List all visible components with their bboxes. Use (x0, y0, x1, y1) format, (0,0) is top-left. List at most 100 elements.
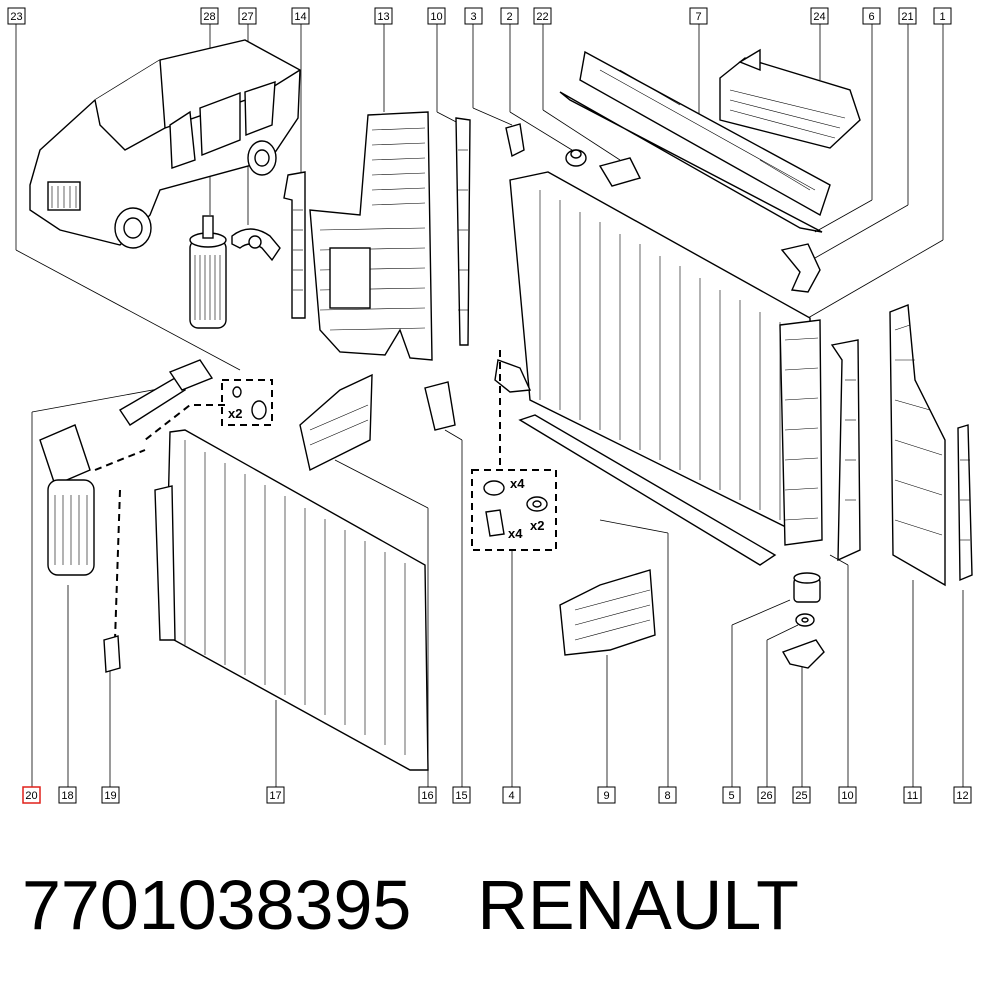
air-deflector-right (889, 304, 946, 587)
callout: 4 (502, 786, 521, 804)
svg-text:1: 1 (939, 11, 945, 23)
callout: 5 (722, 786, 741, 804)
air-deflector-left (309, 111, 433, 361)
svg-text:16: 16 (421, 790, 433, 802)
svg-text:6: 6 (868, 11, 874, 23)
deflector-16 (299, 373, 373, 472)
callout-highlighted: 20 (22, 786, 41, 804)
svg-text:14: 14 (294, 11, 306, 23)
callout: 23 (7, 7, 26, 25)
callout: 14 (291, 7, 310, 25)
callout: 16 (418, 786, 437, 804)
callout: 11 (903, 786, 922, 804)
callout: 18 (58, 786, 77, 804)
ac-condenser (154, 429, 429, 771)
svg-text:2: 2 (506, 11, 512, 23)
svg-text:27: 27 (241, 11, 253, 23)
callout: 13 (374, 7, 393, 25)
callout: 22 (533, 7, 552, 25)
callout: 3 (464, 7, 483, 25)
qty-label: x4 (510, 476, 525, 491)
svg-text:15: 15 (455, 790, 467, 802)
vehicle-illustration (29, 39, 301, 249)
pipe-dashes (94, 350, 501, 641)
callout: 25 (792, 786, 811, 804)
part-number: 7701038395 (22, 866, 412, 944)
callout: 28 (200, 7, 219, 25)
svg-text:19: 19 (104, 790, 116, 802)
callout: 2 (500, 7, 519, 25)
svg-text:7: 7 (695, 11, 701, 23)
grommet (565, 149, 587, 167)
bracket-right-lower (957, 424, 973, 582)
connector-19 (103, 635, 121, 673)
svg-text:5: 5 (728, 790, 734, 802)
callout: 15 (452, 786, 471, 804)
air-deflector-lower (559, 569, 656, 656)
callout: 17 (266, 786, 285, 804)
callout: 21 (898, 7, 917, 25)
part-caption: 7701038395 RENAULT (22, 860, 982, 950)
lower-deflector (518, 414, 777, 566)
clip-lower (781, 639, 825, 669)
svg-text:12: 12 (956, 790, 968, 802)
callout: 26 (757, 786, 776, 804)
qty-label: x2 (530, 518, 544, 533)
callout: 10 (427, 7, 446, 25)
callout: 27 (238, 7, 257, 25)
clamp (231, 228, 281, 262)
svg-text:24: 24 (813, 11, 825, 23)
callout: 9 (597, 786, 616, 804)
callout: 1 (933, 7, 952, 25)
rubber-mount (793, 572, 821, 603)
radiator (494, 171, 823, 546)
svg-text:13: 13 (377, 11, 389, 23)
svg-text:28: 28 (203, 11, 215, 23)
bracket-rad-left (455, 117, 471, 346)
seal-kit-box (221, 379, 273, 426)
callout: 6 (862, 7, 881, 25)
callout: 19 (101, 786, 120, 804)
receiver-dryer (189, 215, 227, 329)
bracket-rad-right (830, 339, 861, 562)
upper-crossmember (559, 50, 831, 233)
mounting-kit-parts (483, 480, 548, 537)
callout: 12 (953, 786, 972, 804)
callouts-bottom: 20 18 19 17 16 15 4 9 8 5 26 25 10 11 12 (22, 786, 972, 804)
washer (795, 613, 815, 627)
callouts-top: 23 28 27 14 13 10 3 2 22 7 24 6 21 1 (7, 7, 952, 25)
svg-text:10: 10 (430, 11, 442, 23)
exploded-parts-diagram: x2 x4 x4 x2 23 28 27 14 13 10 3 2 22 7 2… (7, 7, 973, 804)
svg-text:4: 4 (508, 790, 514, 802)
svg-text:3: 3 (470, 11, 476, 23)
dryer-bottle (39, 424, 95, 576)
air-duct (719, 48, 861, 149)
svg-text:18: 18 (61, 790, 73, 802)
bracket-left-upper (283, 171, 306, 319)
callout: 10 (838, 786, 857, 804)
bracket-15 (424, 381, 456, 431)
leader-lines (15, 24, 964, 787)
svg-text:17: 17 (269, 790, 281, 802)
bracket-small (598, 157, 642, 187)
callout: 8 (658, 786, 677, 804)
seal-kit-parts (232, 386, 267, 420)
svg-text:10: 10 (841, 790, 853, 802)
svg-text:23: 23 (10, 11, 22, 23)
svg-text:21: 21 (901, 11, 913, 23)
qty-label: x4 (508, 526, 523, 541)
pin-clip (505, 123, 525, 158)
brand-name: RENAULT (477, 866, 799, 944)
svg-text:20: 20 (25, 790, 37, 802)
bracket-21 (780, 243, 821, 293)
svg-text:26: 26 (760, 790, 772, 802)
svg-text:22: 22 (536, 11, 548, 23)
qty-label: x2 (228, 406, 242, 421)
svg-text:25: 25 (795, 790, 807, 802)
svg-text:9: 9 (603, 790, 609, 802)
mounting-kit-box (471, 469, 557, 551)
svg-text:11: 11 (907, 790, 918, 802)
svg-text:8: 8 (664, 790, 670, 802)
pressure-switch (119, 359, 214, 426)
callout: 7 (689, 7, 708, 25)
